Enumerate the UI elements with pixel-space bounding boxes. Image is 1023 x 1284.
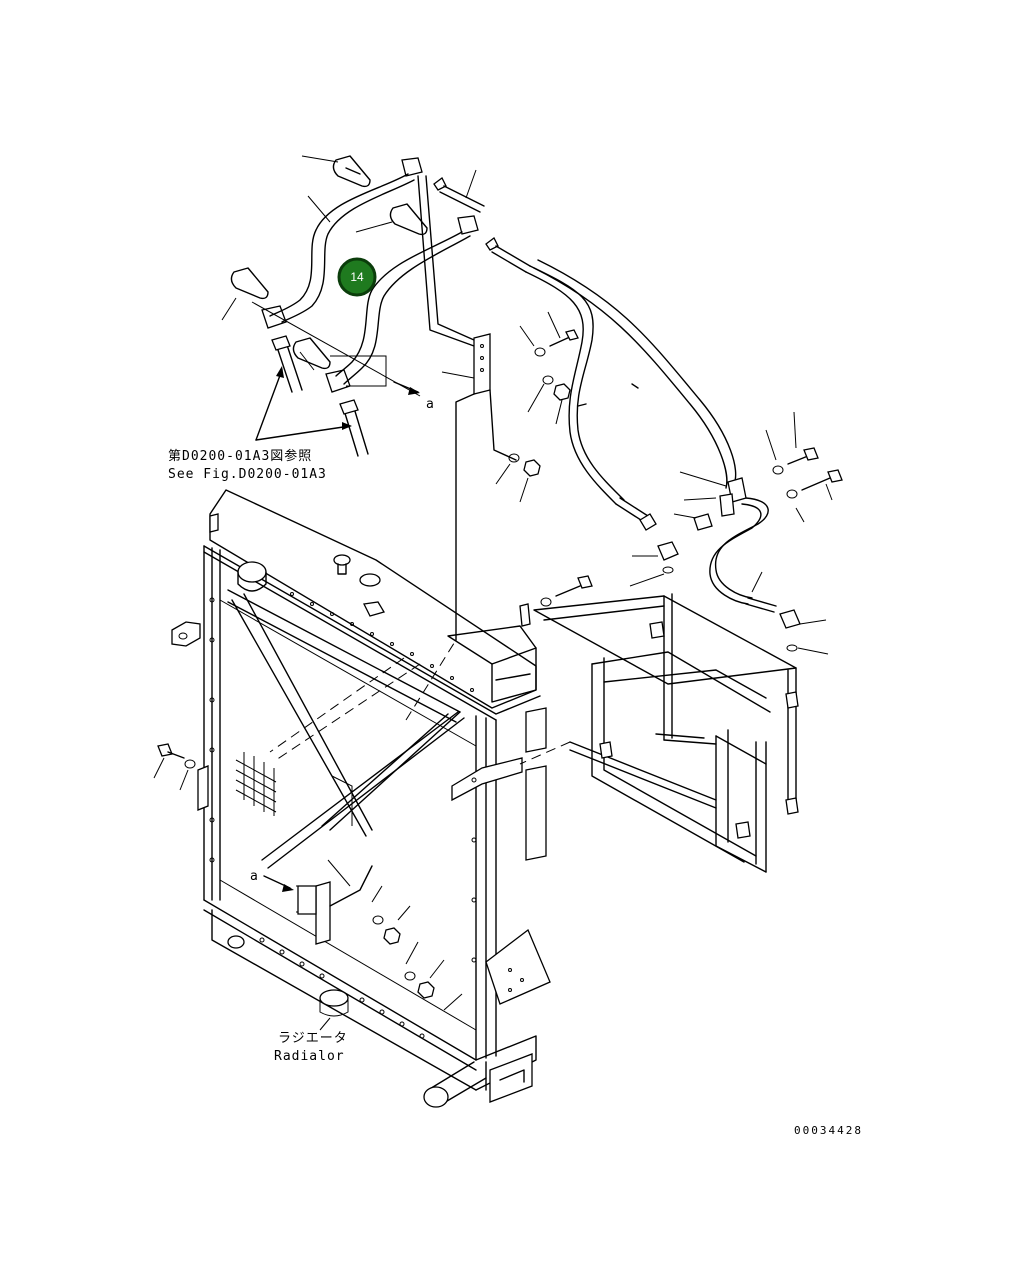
right-frame [519,575,799,873]
hidden-lines [269,610,571,765]
radiator-label-japanese: ラジエータ [278,1031,348,1046]
radiator-body [153,489,551,1108]
hose-assembly-upper [221,155,531,457]
reference-arrows [255,366,420,441]
reference-note-english: See Fig.D0200-01A3 [168,467,327,482]
center-bracket [441,311,579,641]
callout-number: 14 [350,270,364,284]
radiator-label-english: Radialor [274,1049,345,1064]
reference-marker-bottom: a [250,869,259,884]
callout-circle[interactable] [337,257,377,297]
reference-note-japanese: 第D0200-01A3図参照 [168,448,312,464]
reference-marker-top: a [426,397,435,412]
long-hose-right [525,259,843,655]
callout-14[interactable]: 14 [337,257,377,297]
figure-id: 00034428 [794,1124,863,1137]
